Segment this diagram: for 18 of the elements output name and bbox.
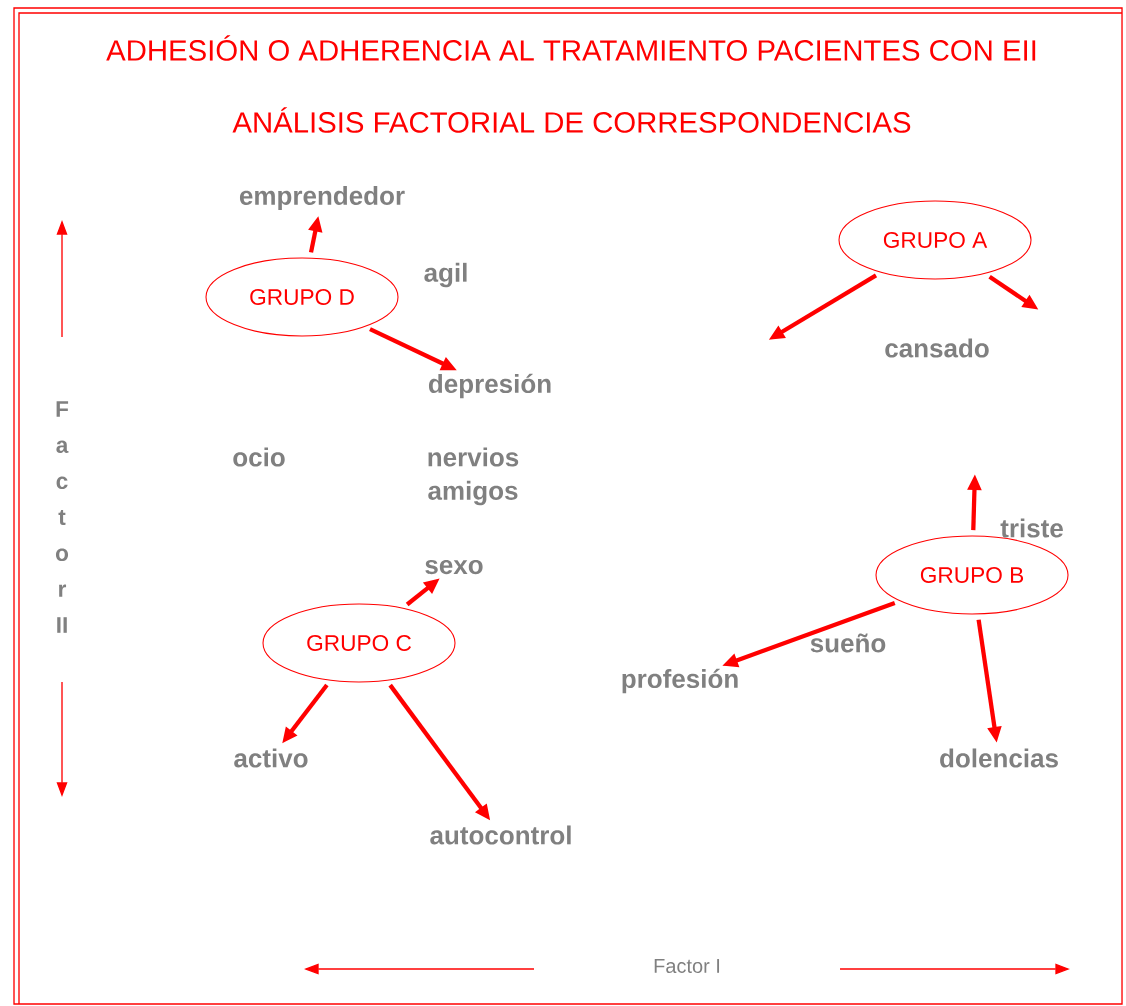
word-label: triste	[1000, 518, 1063, 538]
word-label: sexo	[425, 559, 483, 575]
word-label: depresión	[428, 373, 551, 399]
word-label: agil	[424, 262, 467, 288]
title: ADHESIÓN O ADHERENCIA AL TRATAMIENTO PACIENTES CON EII	[106, 35, 1036, 61]
word-label: autocontrol	[430, 825, 571, 845]
word-label: ocio	[233, 447, 285, 467]
axis-label: F a c t o r II	[55, 401, 69, 633]
axis-label: Factor I	[654, 959, 720, 973]
word-label: nervios	[428, 447, 519, 467]
subtitle: ANÁLISIS FACTORIAL DE CORRESPONDENCIAS	[232, 107, 911, 133]
word-label: emprendedor	[239, 185, 405, 211]
word-label: dolencias	[940, 748, 1058, 768]
word-label: profesión	[622, 668, 738, 694]
word-label: sueño	[810, 633, 886, 653]
word-label: amigos	[428, 480, 518, 506]
word-label: cansado	[885, 338, 989, 358]
word-label: activo	[234, 748, 308, 768]
